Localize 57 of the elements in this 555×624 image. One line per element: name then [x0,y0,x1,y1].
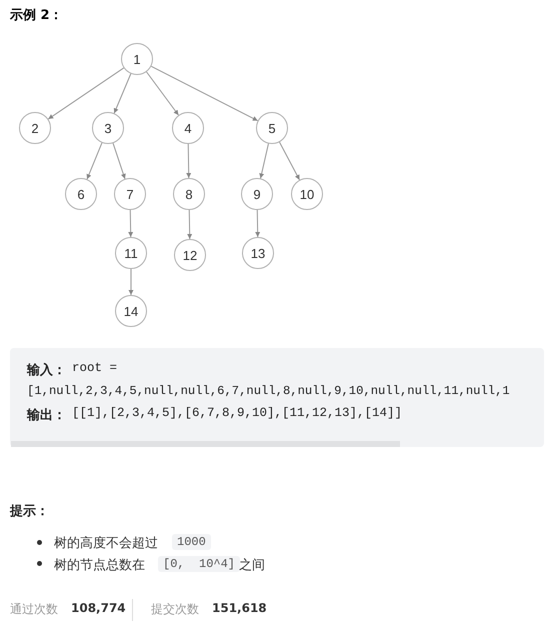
node-label: 2 [31,120,39,136]
node-label: 10 [300,186,314,202]
tree-node-circle [242,237,274,269]
arrow [150,66,258,122]
arrow [112,142,126,180]
arrow [86,142,102,180]
arrow [146,71,179,116]
code-text: [1,null,2,3,4,5,null,null,6,7,null,8,null,9,10,null,null,11,null,1 [27,384,510,398]
tree-node-circle [174,239,206,271]
node-label: 1 [133,52,141,66]
arrow [48,67,124,120]
stat-value: 108,774 [71,601,126,615]
stat-value: 151,618 [212,601,267,615]
note-text: 之间 [239,557,265,574]
node-label: 4 [184,120,192,136]
node-label: 3 [104,120,112,136]
tree-node-circle [256,112,288,144]
inline-code: [0, 10^4] [158,556,240,572]
arrow [114,73,132,114]
node-label: 9 [253,186,261,202]
note-text: 树的高度不会超过 [54,535,158,552]
output-label: 输出： [27,407,66,424]
tree-node-circle [115,237,147,269]
stat-label: 通过次数 [10,601,58,618]
arrow [128,268,134,296]
tree-node-circle [65,178,97,210]
code-text: [[1],[2,3,4,5],[6,7,8,9,10],[11,12,13],[14]] [72,406,402,420]
inline-code: 1000 [172,534,211,550]
tree-node-circle [114,178,146,210]
code-text: root = [72,361,118,375]
note-text: 树的节点总数在 [54,557,145,574]
arrow [187,210,192,240]
node-label: 11 [124,246,138,260]
node-label: 6 [77,186,85,202]
arrow [279,142,300,180]
heading: 示例 2： [10,7,63,24]
node-label: 7 [126,186,134,202]
arrow [128,210,134,238]
tree-node-circle [291,178,323,210]
tree-node-circle [19,112,51,144]
node-label: 13 [250,246,266,260]
node-label: 12 [182,248,198,262]
tree-node-circle [172,112,204,144]
arrow [186,144,192,178]
heading: 提示： [10,503,49,520]
tree-node-circle [173,178,205,210]
tree-node-circle [92,112,124,144]
node-label: 8 [185,186,193,202]
arrow [255,210,260,238]
node-label: 14 [124,304,138,318]
tree-node-circle [241,178,273,210]
tree-node-circle [115,295,147,327]
input-label: 输入： [27,362,66,379]
stat-label: 提交次数 [151,601,199,618]
tree-node-circle [121,43,153,75]
arrow [259,143,269,179]
node-label: 5 [268,120,276,136]
